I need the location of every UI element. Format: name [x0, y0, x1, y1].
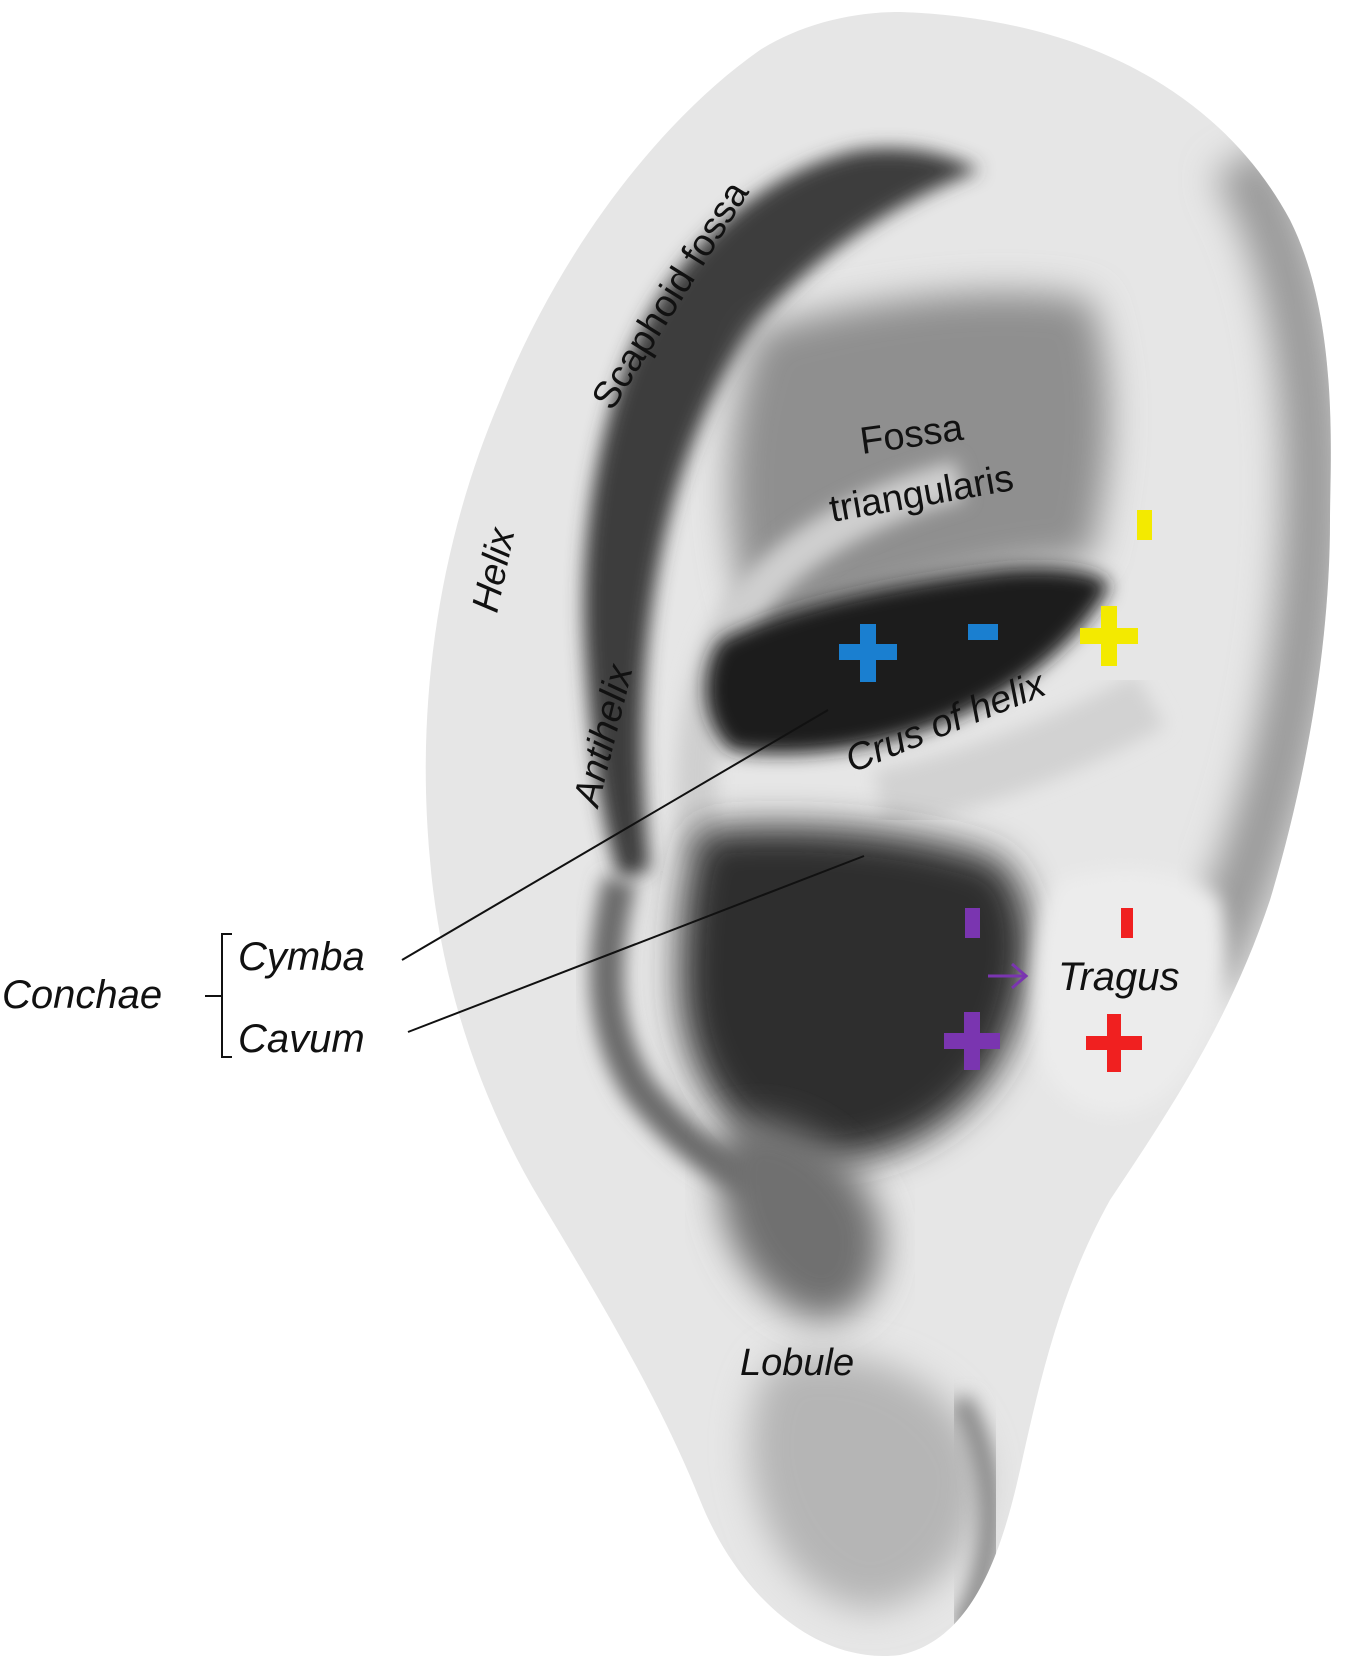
antihelix-ridge — [676, 460, 965, 862]
red-plus-marker — [1086, 1014, 1142, 1072]
ear-illustration — [425, 12, 1331, 1657]
conchae-bracket — [221, 933, 232, 1058]
red-minus-marker — [1121, 908, 1133, 938]
purple-plus-marker — [944, 1012, 1000, 1070]
yellow-minus-marker — [1137, 510, 1152, 540]
antitragus-shade — [718, 1118, 882, 1320]
leader-lines — [205, 709, 865, 1058]
label-conchae: Conchae — [2, 973, 162, 1017]
cavum-leader-line — [407, 855, 865, 1033]
label-tragus: Tragus — [1058, 955, 1180, 999]
label-lobule: Lobule — [740, 1342, 854, 1384]
label-cavum: Cavum — [238, 1017, 365, 1061]
purple-arrow-icon — [988, 962, 1029, 990]
cymba-leader-line — [401, 709, 829, 961]
yellow-plus-marker — [1080, 606, 1138, 666]
crus-of-helix-band — [874, 673, 1165, 830]
label-cymba: Cymba — [238, 935, 365, 979]
helix-rim-shade — [1173, 144, 1331, 994]
electrode-markers — [839, 510, 1152, 1072]
lobule-shade — [749, 1354, 982, 1610]
blue-minus-marker — [968, 624, 998, 640]
cavum-shape — [680, 826, 1030, 1162]
purple-minus-marker — [965, 908, 980, 938]
blue-plus-marker — [839, 624, 897, 682]
cymba-shape — [706, 568, 1110, 754]
tragus-shape — [1034, 869, 1227, 1115]
scaphoid-fossa-shape — [583, 148, 980, 880]
